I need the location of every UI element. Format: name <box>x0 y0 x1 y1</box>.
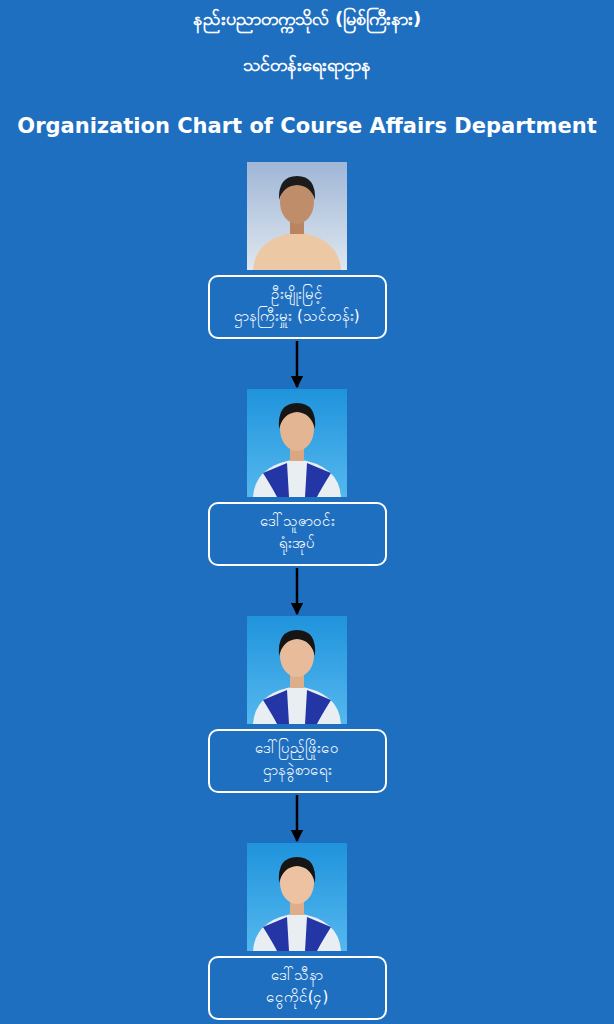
subtitle-text: Organization Chart of Course Affairs Dep… <box>0 112 614 141</box>
org-node: ဒေါ်သူဇာဝင်းရုံးအုပ် <box>208 389 387 566</box>
photo-hair <box>279 176 315 200</box>
position-box: ဒေါ်ပြည့်ဖြိုးဝေဌာနခွဲစာရေး <box>208 729 387 793</box>
photo-background <box>247 389 347 497</box>
photo-shirt <box>253 686 341 724</box>
photo-scarf <box>263 690 289 724</box>
photo-hair <box>279 630 315 656</box>
position-box: ဦးမျိုးမြင့်ဌာနကြီးမှူး (သင်တန်း) <box>208 275 387 339</box>
portrait-photo <box>247 843 347 951</box>
photo-hair <box>279 857 315 883</box>
photo-background <box>247 616 347 724</box>
org-node: ဒေါ်သီနာငွေကိုင်(၄) <box>208 843 387 1020</box>
position-title: ရုံးအုပ် <box>279 533 315 555</box>
photo-scarf <box>305 917 331 951</box>
portrait-photo <box>247 389 347 497</box>
arrow-connector <box>296 568 299 614</box>
photo-background <box>247 843 347 951</box>
position-title: ငွေကိုင်(၄) <box>266 987 329 1009</box>
subtitle-text: သင်တန်းရေးရာဌာန <box>0 52 614 77</box>
title-text: နည်းပညာတက္ကသိုလ် (မြစ်ကြီးနား) <box>0 6 614 31</box>
person-name: ဦးမျိုးမြင့် <box>271 284 323 306</box>
org-node: ဦးမျိုးမြင့်ဌာနကြီးမှူး (သင်တန်း) <box>208 162 387 339</box>
portrait-photo <box>247 162 347 270</box>
org-node: ဒေါ်ပြည့်ဖြိုးဝေဌာနခွဲစာရေး <box>208 616 387 793</box>
arrow-connector <box>296 341 299 387</box>
person-name: ဒေါ်ပြည့်ဖြိုးဝေ <box>255 738 339 760</box>
position-title: ဌာနကြီးမှူး (သင်တန်း) <box>234 306 359 328</box>
photo-scarf <box>263 463 289 497</box>
photo-shirt <box>253 913 341 951</box>
person-name: ဒေါ်သူဇာဝင်း <box>260 511 335 533</box>
portrait-photo <box>247 616 347 724</box>
position-title: ဌာနခွဲစာရေး <box>263 760 332 782</box>
photo-shirt <box>253 459 341 497</box>
position-box: ဒေါ်သူဇာဝင်းရုံးအုပ် <box>208 502 387 566</box>
photo-scarf <box>305 690 331 724</box>
photo-shirt <box>253 232 341 270</box>
photo-scarf <box>305 463 331 497</box>
photo-background <box>247 162 347 270</box>
person-name: ဒေါ်သီနာ <box>271 965 323 987</box>
photo-hair <box>279 403 315 429</box>
photo-scarf <box>263 917 289 951</box>
position-box: ဒေါ်သီနာငွေကိုင်(၄) <box>208 956 387 1020</box>
arrow-connector <box>296 795 299 841</box>
